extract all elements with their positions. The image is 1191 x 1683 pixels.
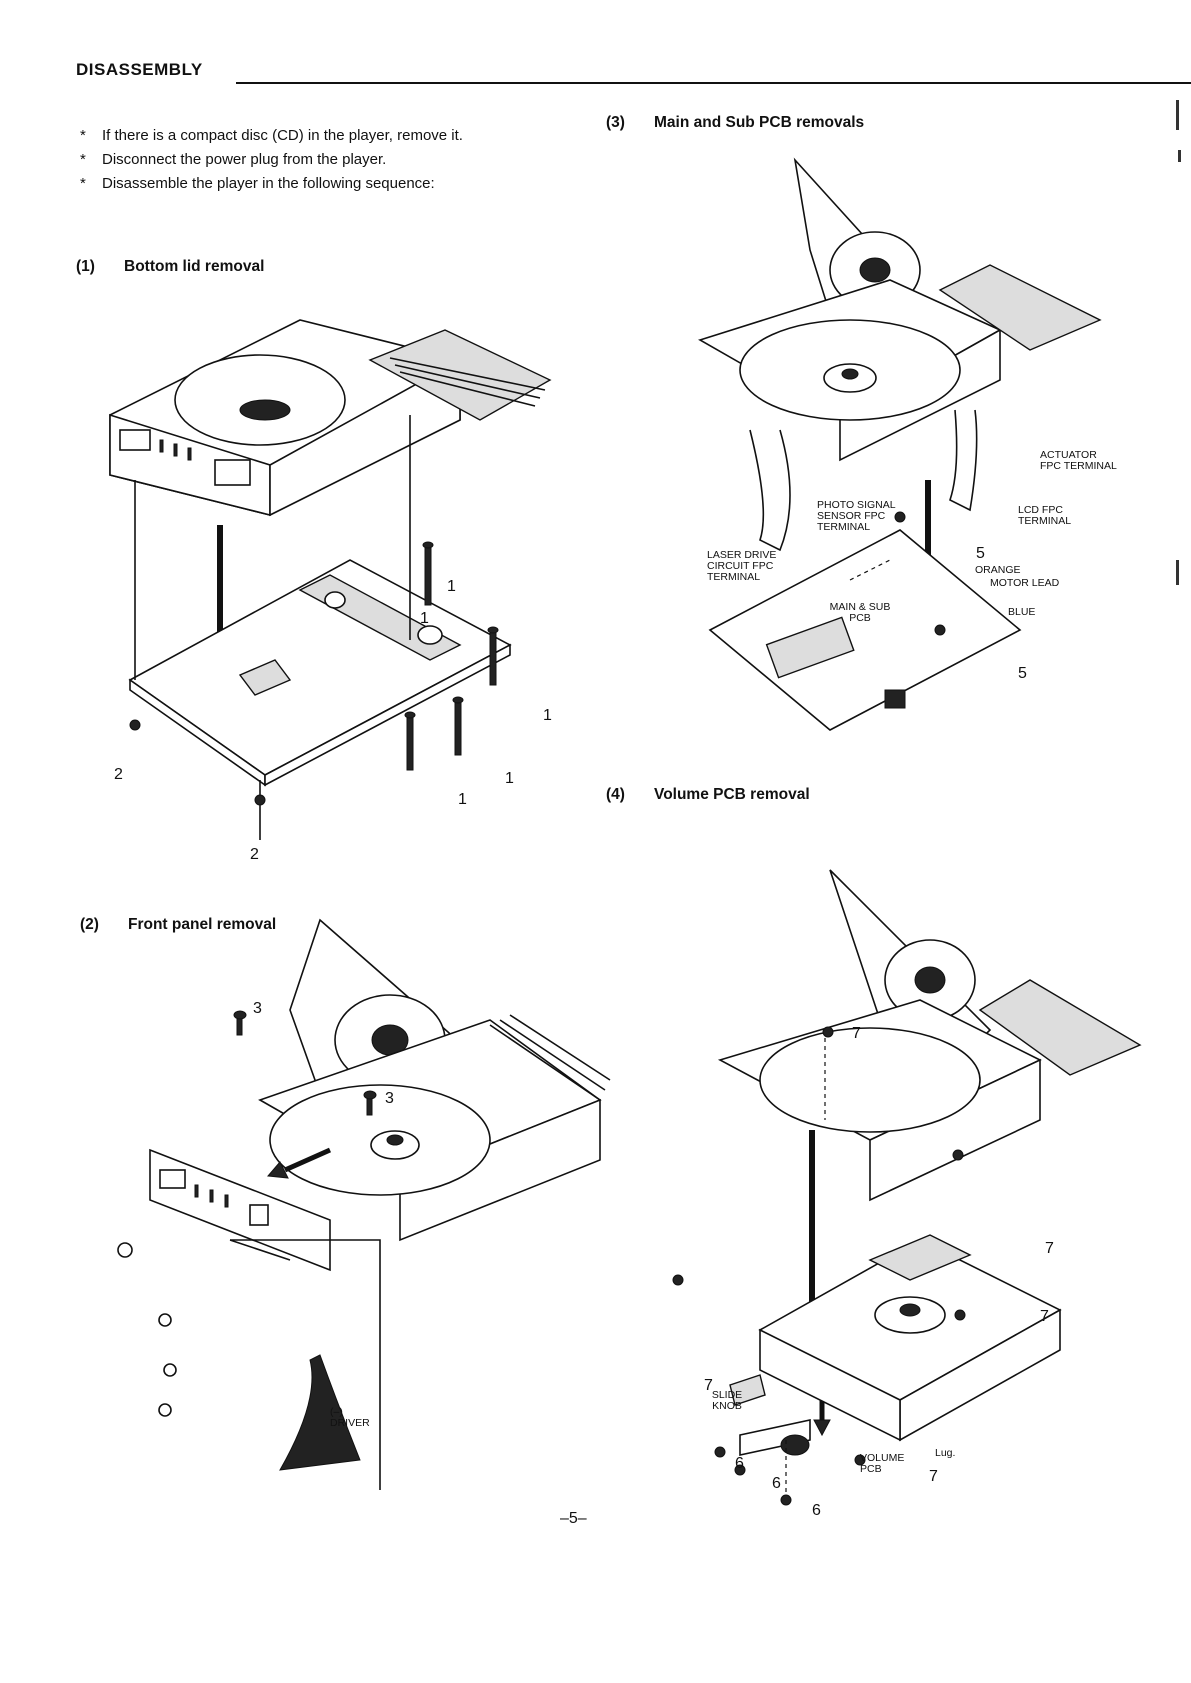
intro-item: * Disassemble the player in the followin…: [80, 172, 550, 196]
scan-edge-mark: [1176, 560, 1179, 585]
callout-screw-3: 3: [385, 1090, 394, 1107]
section-number: (4): [606, 786, 625, 803]
intro-item-text: If there is a compact disc (CD) in the p…: [102, 127, 463, 144]
callout-screw-6: 6: [735, 1455, 744, 1472]
scan-edge-mark: [1176, 100, 1179, 130]
section-title: Front panel removal: [128, 916, 277, 933]
callout-screw-2: 2: [114, 766, 123, 783]
intro-item-text: Disassemble the player in the following …: [102, 175, 435, 192]
header-rule: [236, 82, 1191, 84]
section-number: (2): [80, 916, 99, 933]
label-lcd-fpc: LCD FPC TERMINAL: [1018, 504, 1072, 527]
section-number: (1): [76, 258, 95, 275]
label-slide-knob: SLIDE KNOB: [711, 1389, 743, 1412]
driver-sign: (–): [330, 1406, 343, 1418]
section-heading-3: (3) Main and Sub PCB removals: [606, 114, 864, 132]
bullet-mark: *: [80, 151, 86, 168]
label-laser-drive-fpc: LASER DRIVE CIRCUIT FPC TERMINAL: [707, 549, 777, 583]
label-lug: Lug.: [935, 1447, 956, 1459]
callout-screw-7: 7: [1045, 1240, 1054, 1257]
page-number: –5–: [560, 1510, 587, 1527]
callout-screw-1: 1: [458, 791, 467, 808]
section-heading-4: (4) Volume PCB removal: [606, 786, 810, 804]
callout-screw-1: 1: [447, 578, 456, 595]
section-title: Main and Sub PCB removals: [654, 114, 865, 131]
bullet-mark: *: [80, 127, 86, 144]
callout-screw-7: 7: [704, 1377, 713, 1394]
section-heading-1: (1) Bottom lid removal: [76, 258, 264, 276]
callout-screw-7: 7: [1040, 1308, 1049, 1325]
callout-screw-2: 2: [250, 846, 259, 863]
figure-front-panel-removal: [117, 918, 611, 1490]
driver-text: DRIVER: [330, 1417, 370, 1429]
figure-main-sub-pcb-removal: [698, 157, 1102, 731]
section-title: Volume PCB removal: [654, 786, 810, 803]
callout-screw-1: 1: [505, 770, 514, 787]
section-title: Bottom lid removal: [124, 258, 265, 275]
section-heading-2: (2) Front panel removal: [80, 916, 276, 934]
intro-list: * If there is a compact disc (CD) in the…: [80, 124, 550, 196]
section-number: (3): [606, 114, 625, 131]
label-main-sub-pcb: MAIN & SUB PCB: [829, 601, 891, 624]
callout-screw-5: 5: [1018, 665, 1027, 682]
label-actuator-fpc: ACTUATOR FPC TERMINAL: [1040, 449, 1117, 472]
bullet-mark: *: [80, 175, 86, 192]
callout-screw-7: 7: [852, 1025, 861, 1042]
page-title: DISASSEMBLY: [76, 60, 203, 79]
label-orange: ORANGE: [975, 564, 1021, 576]
callout-screw-1: 1: [543, 707, 552, 724]
intro-item: * Disconnect the power plug from the pla…: [80, 148, 550, 172]
callout-screw-1: 1: [420, 610, 429, 627]
intro-item-text: Disconnect the power plug from the playe…: [102, 151, 387, 168]
label-photo-signal-fpc: PHOTO SIGNAL SENSOR FPC TERMINAL: [817, 499, 896, 533]
label-volume-pcb: VOLUME PCB: [860, 1452, 905, 1475]
label-motor-lead: MOTOR LEAD: [990, 577, 1060, 589]
intro-item: * If there is a compact disc (CD) in the…: [80, 124, 550, 148]
callout-screw-6: 6: [812, 1502, 821, 1519]
label-blue: BLUE: [1008, 606, 1036, 618]
callout-screw-7: 7: [929, 1468, 938, 1485]
callout-screw-6: 6: [772, 1475, 781, 1492]
scan-edge-mark: [1178, 150, 1181, 162]
driver-label: (–) DRIVER: [330, 1407, 370, 1429]
figure-bottom-lid-removal: [109, 319, 552, 840]
callout-screw-3: 3: [253, 1000, 262, 1017]
callout-screw-5: 5: [976, 545, 985, 562]
figure-volume-pcb-removal: [672, 869, 1142, 1506]
